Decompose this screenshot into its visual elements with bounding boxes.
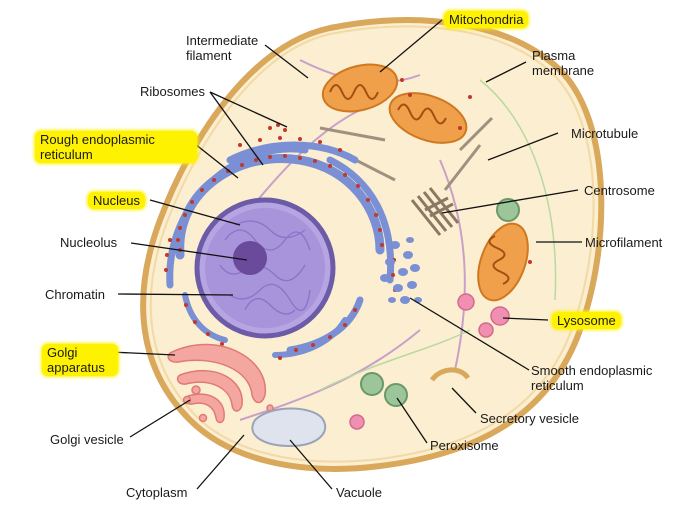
label-intermediate-filament: Intermediate filament	[186, 33, 258, 63]
label-smooth-er-line2: reticulum	[531, 378, 584, 393]
label-golgi-line2: apparatus	[47, 360, 105, 375]
label-nucleus: Nucleus	[88, 192, 145, 209]
label-chromatin: Chromatin	[45, 287, 105, 302]
label-golgi-vesicle: Golgi vesicle	[50, 432, 124, 447]
label-smooth-er-line1: Smooth endoplasmic	[531, 363, 653, 378]
ribosome-dots	[164, 78, 532, 360]
label-secretory-vesicle: Secretory vesicle	[480, 411, 579, 426]
label-peroxisome: Peroxisome	[430, 438, 499, 453]
secretory-vesicle-body	[429, 367, 471, 382]
label-microfilament: Microfilament	[585, 235, 663, 250]
label-intermediate-filament-line1: Intermediate	[186, 33, 259, 48]
golgi-body	[167, 343, 274, 424]
peroxisomes	[360, 198, 520, 407]
centrosome-body	[410, 187, 460, 236]
label-rough-er-line1: Rough endoplasmic	[40, 132, 155, 147]
label-golgi-apparatus: Golgi apparatus	[42, 344, 118, 376]
label-golgi-line1: Golgi	[47, 345, 78, 360]
smooth-er	[380, 237, 422, 304]
leader-lines	[109, 19, 582, 490]
label-ribosomes: Ribosomes	[140, 84, 206, 99]
label-plasma-membrane-line1: Plasma	[532, 48, 576, 63]
label-lysosome: Lysosome	[552, 312, 621, 329]
label-intermediate-filament-line2: filament	[186, 48, 232, 63]
chromatin-strands	[219, 220, 311, 315]
cell-membrane-inner	[149, 25, 595, 463]
mitochondria-organelles	[321, 63, 529, 302]
vacuole-body	[251, 407, 327, 448]
label-vacuole: Vacuole	[336, 485, 383, 500]
label-microtubule: Microtubule	[571, 126, 639, 141]
filaments	[214, 59, 557, 421]
label-plasma-membrane-line2: membrane	[532, 63, 595, 78]
label-mitochondria: Mitochondria	[444, 11, 529, 28]
label-nucleolus: Nucleolus	[60, 235, 118, 250]
label-cytoplasm: Cytoplasm	[126, 485, 188, 500]
lysosomes	[349, 293, 510, 430]
label-rough-er: Rough endoplasmic reticulum	[35, 131, 197, 163]
label-centrosome: Centrosome	[584, 183, 655, 198]
label-plasma-membrane: Plasma membrane	[532, 48, 594, 78]
label-rough-er-line2: reticulum	[40, 147, 93, 162]
label-smooth-er: Smooth endoplasmic reticulum	[531, 363, 652, 393]
nucleolus-body	[233, 241, 267, 275]
cell-membrane	[140, 17, 605, 472]
